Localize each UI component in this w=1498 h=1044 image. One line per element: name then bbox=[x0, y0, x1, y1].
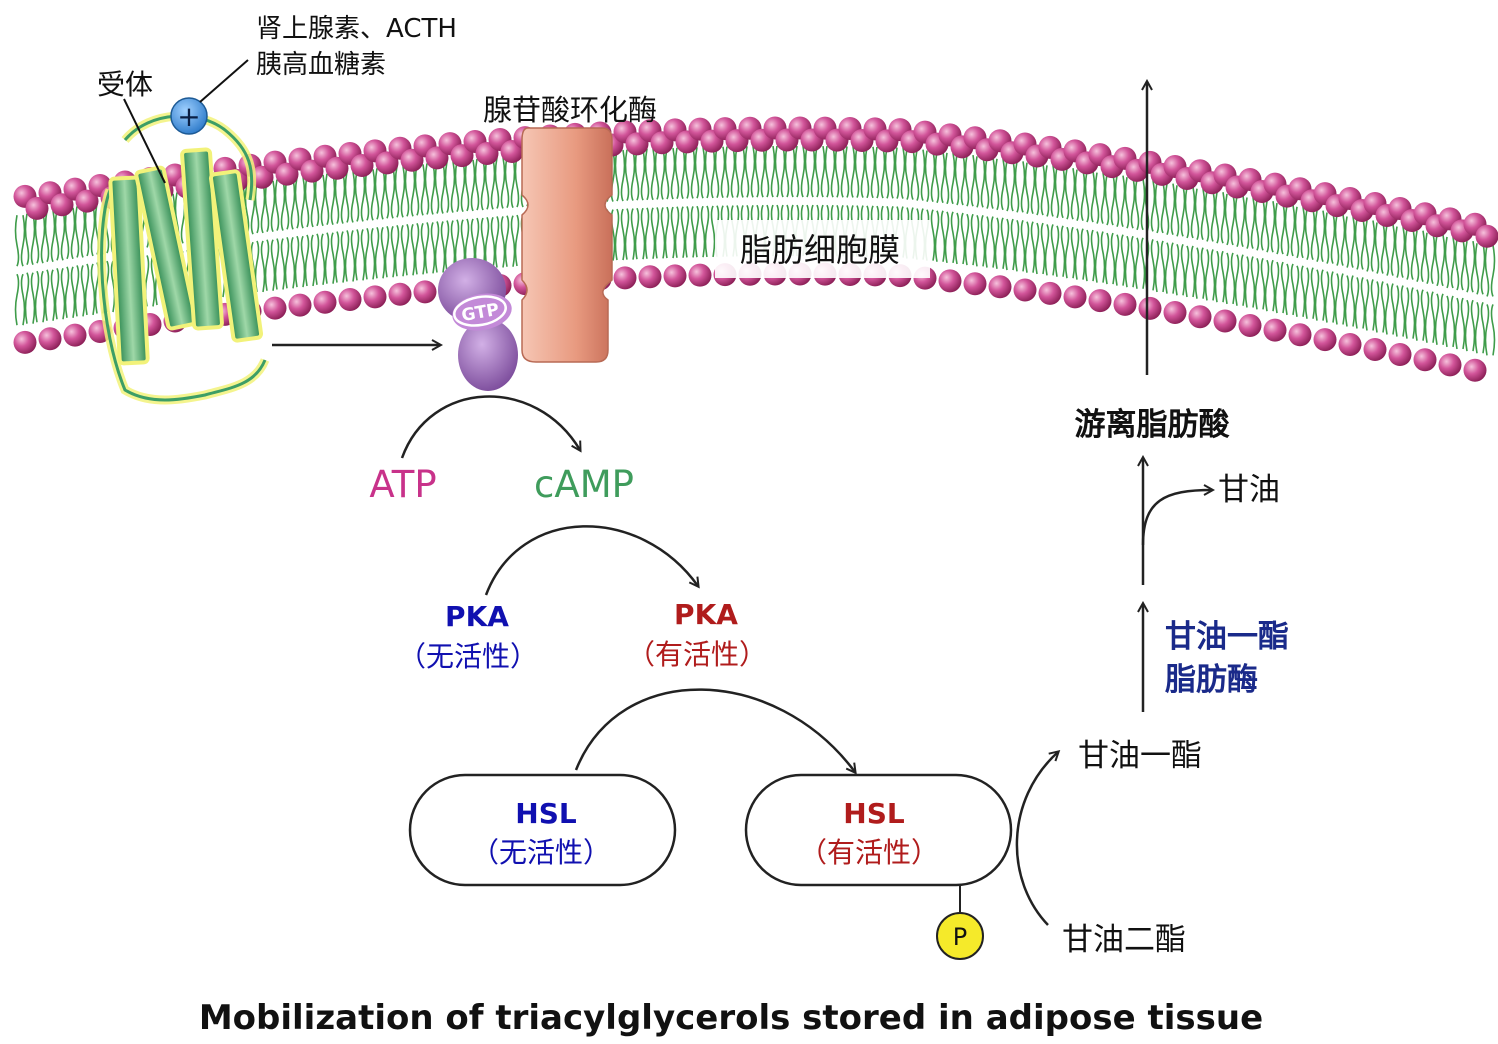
membrane-label: 脂肪细胞膜 bbox=[740, 231, 900, 269]
dag-to-mag-arrow bbox=[1015, 752, 1058, 926]
hsl-activation-arrow bbox=[574, 688, 855, 772]
atp-label: ATP bbox=[369, 463, 436, 506]
hormones-line1: 肾上腺素、ACTH bbox=[256, 14, 457, 44]
pka-active-label: PKA bbox=[674, 598, 738, 631]
figure-caption: Mobilization of triacylglycerols stored … bbox=[199, 998, 1263, 1038]
atp-to-camp-arrow bbox=[400, 395, 580, 459]
phosphate-icon bbox=[936, 912, 984, 960]
adenylate-cyclase-label: 腺苷酸环化酶 bbox=[483, 93, 657, 127]
hsl-active-label: HSL bbox=[843, 797, 905, 830]
pka-active-state: （有活性） bbox=[627, 638, 767, 671]
hsl-active-state: （有活性） bbox=[799, 836, 939, 869]
hormones-line2: 胰高血糖素 bbox=[256, 50, 386, 80]
lipid-tails bbox=[14, 145, 1496, 356]
glycerol-branch-arrow bbox=[1141, 490, 1212, 546]
hsl-inactive-label: HSL bbox=[515, 797, 577, 830]
membrane-label-background bbox=[715, 220, 930, 278]
g-protein: GTP bbox=[438, 258, 518, 391]
pka-inactive-label: PKA bbox=[445, 600, 509, 633]
hormone-pointer-line bbox=[199, 59, 249, 103]
adenylate-cyclase-protein bbox=[521, 127, 613, 363]
free-fatty-acid-label: 游离脂肪酸 bbox=[1075, 407, 1231, 443]
phosphate-label: P bbox=[953, 923, 967, 951]
pka-inactive-state: （无活性） bbox=[398, 640, 538, 673]
hsl-inactive-state: （无活性） bbox=[471, 836, 611, 869]
receptor-pointer-line bbox=[123, 98, 166, 184]
diacylglycerol-label: 甘油二酯 bbox=[1062, 922, 1186, 958]
plus-sign: + bbox=[177, 100, 200, 133]
hsl-inactive-box bbox=[408, 773, 677, 887]
mag-lipase-line1: 甘油一酯 bbox=[1165, 619, 1289, 655]
receptor-protein bbox=[97, 111, 270, 405]
pka-activation-arrow bbox=[484, 525, 698, 596]
glycerol-label: 甘油 bbox=[1218, 472, 1280, 508]
activation-plus-icon: + bbox=[170, 97, 208, 135]
mag-lipase-line2: 脂肪酶 bbox=[1165, 662, 1258, 698]
hsl-active-box bbox=[744, 773, 1013, 887]
camp-label: cAMP bbox=[534, 463, 634, 506]
monoacylglycerol-label: 甘油一酯 bbox=[1078, 738, 1202, 774]
receptor-label: 受体 bbox=[97, 68, 153, 101]
